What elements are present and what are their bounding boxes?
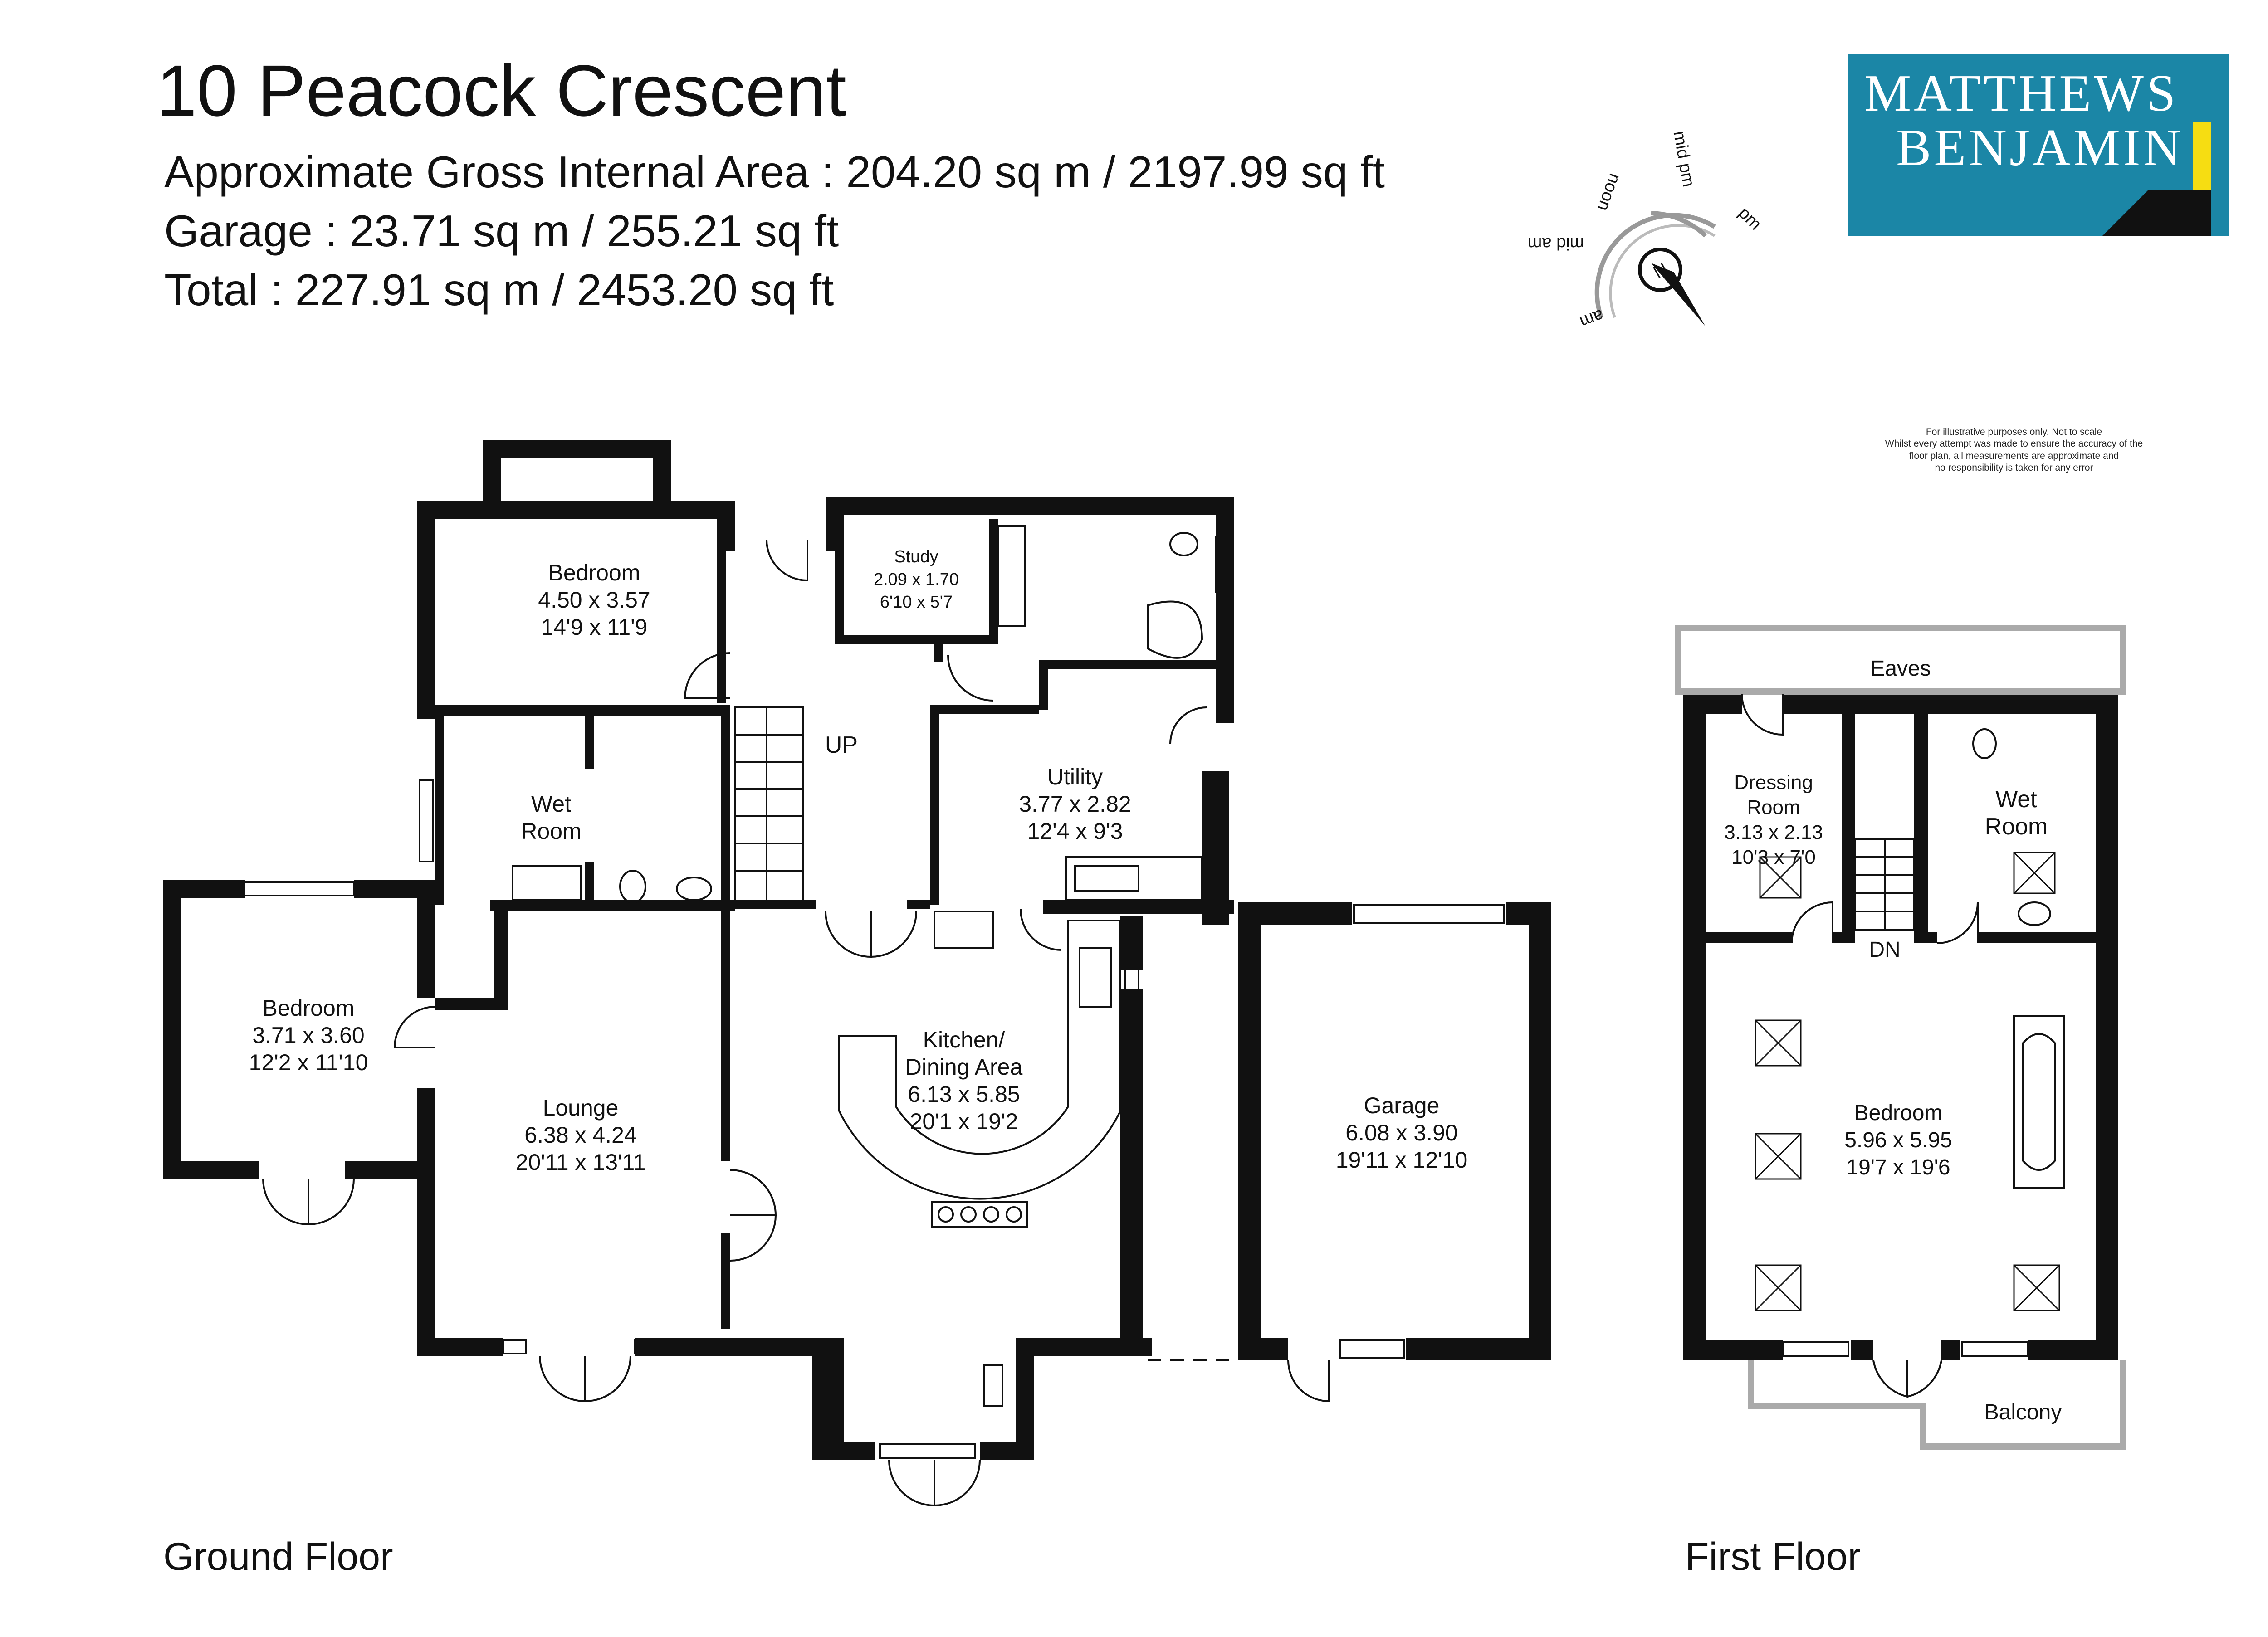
room-imperial: 12'4 x 9'3	[1027, 818, 1123, 844]
compass-mid-pm: mid pm	[1670, 130, 1698, 189]
room-name: Wet	[1995, 786, 2037, 813]
first-floor-fittings	[1675, 625, 2126, 1450]
room-metric: 6.38 x 4.24	[524, 1122, 636, 1148]
ground-floor-labels: Bedroom 4.50 x 3.57 14'9 x 11'9 Study 2.…	[249, 547, 1468, 1175]
logo-line-1: MATTHEWS	[1864, 64, 2179, 122]
room-metric: 4.50 x 3.57	[538, 587, 650, 613]
first-floor-label: First Floor	[1685, 1535, 1861, 1579]
room-metric: 6.13 x 5.85	[908, 1082, 1020, 1107]
room-name: Garage	[1364, 1093, 1440, 1118]
room-name: Bedroom	[548, 560, 640, 585]
room-metric: 3.13 x 2.13	[1724, 821, 1823, 843]
agent-logo: MATTHEWS BENJAMIN	[1848, 54, 2229, 236]
gross-internal-area: Approximate Gross Internal Area : 204.20…	[164, 147, 1385, 197]
disclaimer-line: no responsibility is taken for any error	[1935, 462, 2093, 473]
balcony-label: Balcony	[1984, 1400, 2062, 1424]
room-metric: 2.09 x 1.70	[874, 570, 959, 589]
room-imperial: 10'3 x 7'0	[1731, 846, 1816, 868]
room-name: Utility	[1047, 764, 1103, 789]
room-name: Dining Area	[905, 1054, 1023, 1080]
logo-accent-bar	[2193, 122, 2211, 190]
disclaimer-line: For illustrative purposes only. Not to s…	[1926, 427, 2102, 437]
room-name: Room	[1747, 796, 1800, 818]
room-metric: 3.77 x 2.82	[1019, 791, 1131, 817]
first-floor-walls	[1683, 692, 2118, 1360]
compass-needle	[1651, 263, 1706, 326]
compass-pm: pm	[1735, 204, 1765, 234]
room-name: Wet	[531, 791, 571, 817]
room-name: Bedroom	[1854, 1101, 1943, 1125]
logo-line-2: BENJAMIN	[1896, 119, 2184, 177]
room-name: Bedroom	[263, 995, 355, 1021]
room-imperial: 6'10 x 5'7	[880, 593, 953, 612]
room-imperial: 20'11 x 13'11	[516, 1150, 646, 1175]
room-name: Kitchen/	[923, 1027, 1005, 1052]
room-name: Lounge	[543, 1095, 619, 1121]
room-imperial: 19'11 x 12'10	[1336, 1147, 1468, 1173]
room-imperial: 12'2 x 11'10	[249, 1050, 368, 1075]
room-metric: 6.08 x 3.90	[1345, 1120, 1457, 1145]
compass-noon: noon	[1593, 171, 1624, 214]
room-name: Study	[894, 547, 938, 566]
ground-floor-walls	[163, 440, 1551, 1460]
ground-floor-label: Ground Floor	[163, 1535, 393, 1579]
disclaimer-line: floor plan, all measurements are approxi…	[1909, 450, 2119, 461]
compass-am: am	[1577, 305, 1606, 331]
property-title: 10 Peacock Crescent	[156, 50, 846, 131]
disclaimer: For illustrative purposes only. Not to s…	[1851, 426, 2177, 474]
room-metric: 3.71 x 3.60	[252, 1023, 364, 1048]
room-imperial: 20'1 x 19'2	[910, 1109, 1018, 1134]
room-name: Room	[1985, 814, 2048, 840]
total-area: Total : 227.91 sq m / 2453.20 sq ft	[164, 265, 834, 315]
ground-floor-fittings	[240, 441, 1505, 1507]
room-name: Dressing	[1734, 771, 1813, 794]
disclaimer-line: Whilst every attempt was made to ensure …	[1885, 438, 2143, 449]
room-name: Room	[521, 818, 581, 844]
compass-rose: N am mid am noon mid pm pm	[1528, 130, 1765, 331]
first-floor-labels: Eaves Dressing Room 3.13 x 2.13 10'3 x 7…	[1724, 657, 2062, 1424]
stairs-down-label: DN	[1869, 938, 1900, 962]
room-imperial: 14'9 x 11'9	[541, 614, 647, 640]
garage-area: Garage : 23.71 sq m / 255.21 sq ft	[164, 206, 839, 256]
eaves-label: Eaves	[1870, 657, 1931, 681]
stairs-up-label: UP	[825, 732, 858, 758]
room-imperial: 19'7 x 19'6	[1846, 1155, 1950, 1179]
room-metric: 5.96 x 5.95	[1844, 1128, 1952, 1152]
compass-mid-am: mid am	[1528, 234, 1584, 253]
logo-wedge	[2102, 190, 2211, 236]
